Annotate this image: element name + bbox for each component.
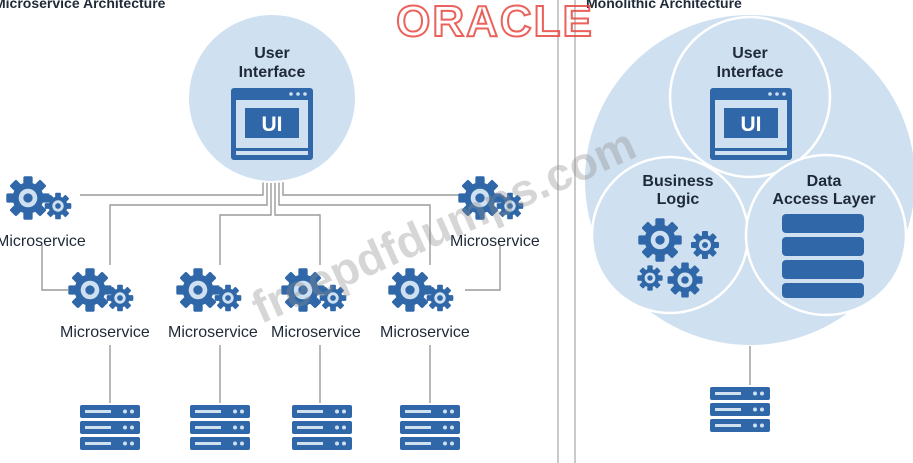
gear-icon [68, 268, 133, 311]
gear-icon [6, 176, 71, 219]
microservice-label: Microservice [380, 324, 470, 341]
database-icon [782, 214, 864, 298]
data-access-line2: Access Layer [772, 191, 875, 208]
server-stack-icon [190, 405, 250, 450]
gear-icon [638, 218, 682, 262]
microservice-label: Microservice [0, 233, 86, 250]
right-heading: Monolithic Architecture [586, 0, 742, 11]
data-access-line1: Data [807, 173, 842, 190]
ui-right-line2: Interface [717, 64, 784, 81]
ui-title-line1: User [254, 45, 290, 62]
gear-icon [176, 268, 241, 311]
ui-window-label: UI [262, 113, 283, 136]
left-heading: Microservice Architecture [0, 0, 166, 11]
ui-right-line1: User [732, 45, 768, 62]
gear-icon [388, 268, 453, 311]
server-stack-icon [292, 405, 352, 450]
microservice-label: Microservice [271, 324, 361, 341]
gear-icon [667, 262, 703, 298]
ui-right-window-label: UI [741, 113, 762, 136]
microservice-label: Microservice [450, 233, 540, 250]
ui-title-line2: Interface [239, 64, 306, 81]
server-stack-icon [400, 405, 460, 450]
server-stack-icon [80, 405, 140, 450]
connector-lines [41, 180, 501, 403]
business-logic-line2: Logic [657, 191, 700, 208]
business-logic-line1: Business [642, 173, 713, 190]
gear-icon [637, 265, 663, 291]
server-stack-icon [710, 387, 770, 432]
oracle-logo: ORACLE [396, 0, 594, 46]
microservice-label: Microservice [60, 324, 150, 341]
gear-icon [691, 231, 719, 259]
microservice-label: Microservice [168, 324, 258, 341]
